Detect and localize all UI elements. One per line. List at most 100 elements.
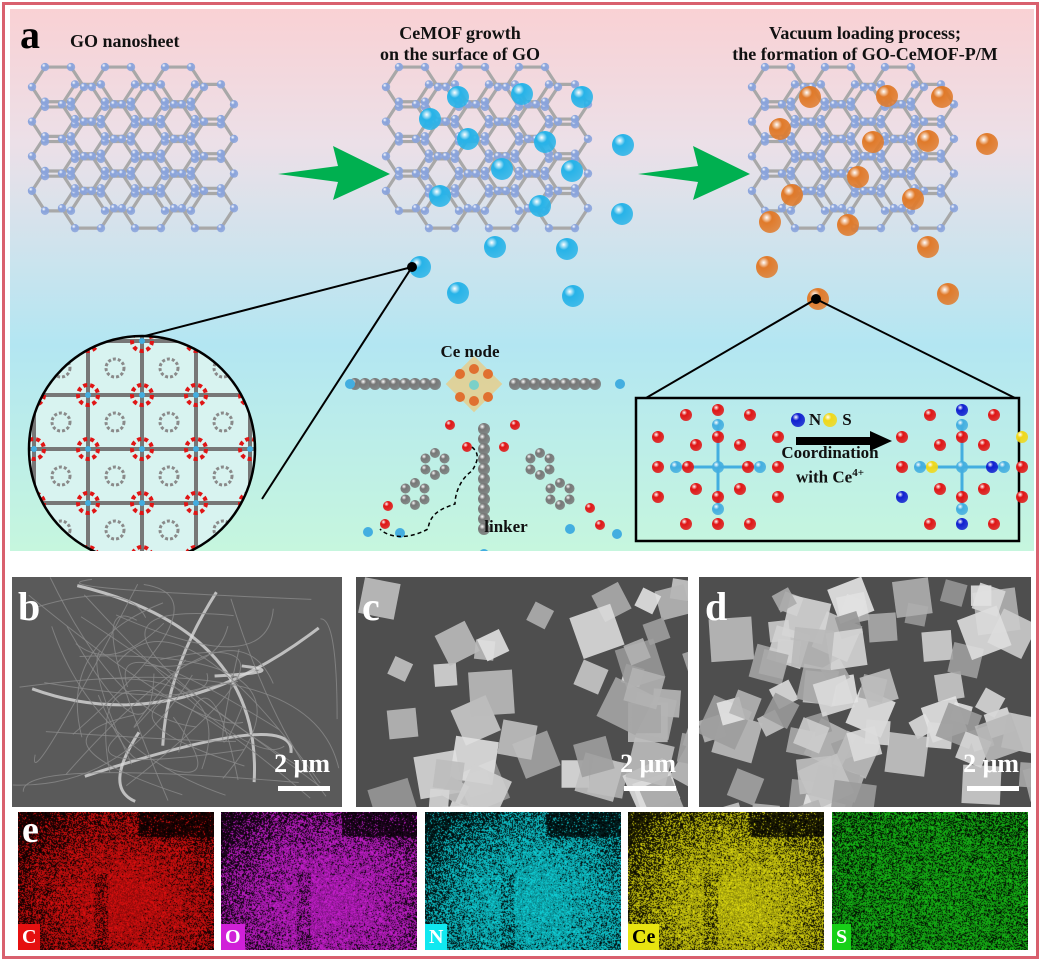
graphene-wrinkle — [79, 578, 312, 600]
graphene-wrinkle — [66, 626, 155, 715]
cerium-atom — [670, 461, 682, 473]
carbon-node — [70, 80, 80, 89]
carbon-node — [880, 166, 890, 176]
carboxyl-oxygen — [462, 442, 472, 452]
mof-crystal — [921, 629, 954, 662]
ce-cluster — [294, 493, 314, 513]
carbon-node — [156, 184, 166, 193]
ce-cluster — [238, 383, 255, 407]
carbon-node — [760, 62, 770, 72]
ring-carbon — [420, 453, 431, 464]
carbon-node — [880, 62, 890, 72]
ring-carbon — [545, 483, 556, 494]
ring-carbon — [555, 500, 565, 510]
carbon-node — [139, 117, 149, 126]
ring-carbon — [410, 478, 420, 488]
carbon-node — [949, 169, 959, 178]
graphene-wrinkle — [178, 697, 239, 781]
carbon-node — [186, 132, 196, 141]
carbon-node — [949, 100, 959, 109]
carbon-node — [850, 149, 860, 158]
cerium-atom — [712, 419, 724, 431]
mof-crystal — [433, 662, 458, 687]
linker-bracket — [379, 446, 478, 538]
oxygen-atom — [712, 491, 724, 503]
oxygen-atom — [988, 518, 1000, 530]
ce-cluster — [24, 277, 44, 297]
carbon-node — [777, 169, 787, 178]
oxygen-atom — [734, 439, 746, 451]
linker-carbon — [478, 513, 490, 525]
carbon-node — [433, 152, 443, 161]
carbon-node — [897, 100, 907, 109]
panel-label-e: e — [22, 812, 39, 851]
mof-crystal — [891, 577, 933, 618]
carbon-node — [87, 117, 97, 126]
linker-carbon — [478, 423, 490, 435]
graphene-wrinkle — [124, 661, 280, 730]
carbon-node — [829, 204, 839, 213]
scale-bar-b — [278, 786, 330, 791]
mof-crystal — [793, 717, 830, 754]
carbon-node — [531, 100, 541, 109]
carbon-node — [531, 169, 541, 178]
legend-n-label: N — [808, 410, 822, 429]
carbon-node — [790, 223, 800, 233]
linker-carbon — [409, 378, 421, 390]
carbon-node — [160, 206, 170, 216]
linker-carbon — [559, 378, 571, 390]
carbon-node — [760, 132, 770, 141]
carbon-node — [760, 97, 770, 106]
mof-crystal — [569, 603, 625, 659]
step2-title: CeMOF growth on the surface of GO — [350, 23, 570, 65]
carbon-node — [510, 184, 520, 193]
carbon-node — [130, 114, 140, 124]
mof-crystal — [497, 719, 538, 760]
scale-bar-label-d: 2 μm — [963, 749, 1019, 778]
carbon-node — [510, 149, 520, 158]
ce-cluster — [29, 383, 46, 407]
carbon-node — [216, 184, 226, 193]
linker-carbon — [519, 378, 531, 390]
graphene-wrinkle — [151, 680, 245, 767]
carbon-node — [186, 62, 196, 72]
carbon-node — [540, 166, 550, 176]
ce-cluster — [78, 277, 98, 297]
ring-carbon — [419, 494, 430, 505]
ce-atom — [31, 500, 37, 506]
carbon-node — [420, 62, 430, 72]
oxygen-atom — [652, 431, 664, 443]
carbon-node — [27, 82, 37, 92]
ce-cluster — [76, 491, 100, 515]
ce-cluster — [294, 385, 314, 405]
carbon-node — [160, 132, 170, 141]
carbon-node — [411, 100, 421, 109]
terminal-ce — [565, 524, 575, 534]
cemof-particle — [612, 134, 634, 156]
carbon-node — [394, 206, 404, 216]
coordination-line1: Coordination — [781, 443, 879, 462]
carbon-node — [100, 166, 110, 176]
carbon-node — [906, 62, 916, 72]
carbon-node — [850, 80, 860, 89]
carbon-node — [40, 206, 50, 216]
graphene-wrinkle — [76, 602, 164, 738]
eds-tag-n: N — [425, 924, 448, 950]
ce-atom — [193, 392, 199, 398]
carbon-node — [897, 134, 907, 144]
carbon-node — [829, 169, 839, 178]
linker-ring — [10, 305, 16, 323]
ring-carbon — [564, 494, 575, 505]
oxygen-atom — [934, 483, 946, 495]
linker-ring — [322, 521, 340, 539]
carbon-node — [846, 132, 856, 141]
eds-map-ce-image — [628, 812, 824, 950]
graphene-wrinkle — [28, 594, 244, 724]
mof-crystal — [634, 587, 662, 615]
ce-cluster — [76, 383, 100, 407]
oxygen-atom — [680, 518, 692, 530]
carbon-node — [480, 132, 490, 141]
carbon-node — [229, 204, 239, 213]
linker-ring — [212, 465, 234, 487]
carbon-node — [424, 80, 434, 89]
